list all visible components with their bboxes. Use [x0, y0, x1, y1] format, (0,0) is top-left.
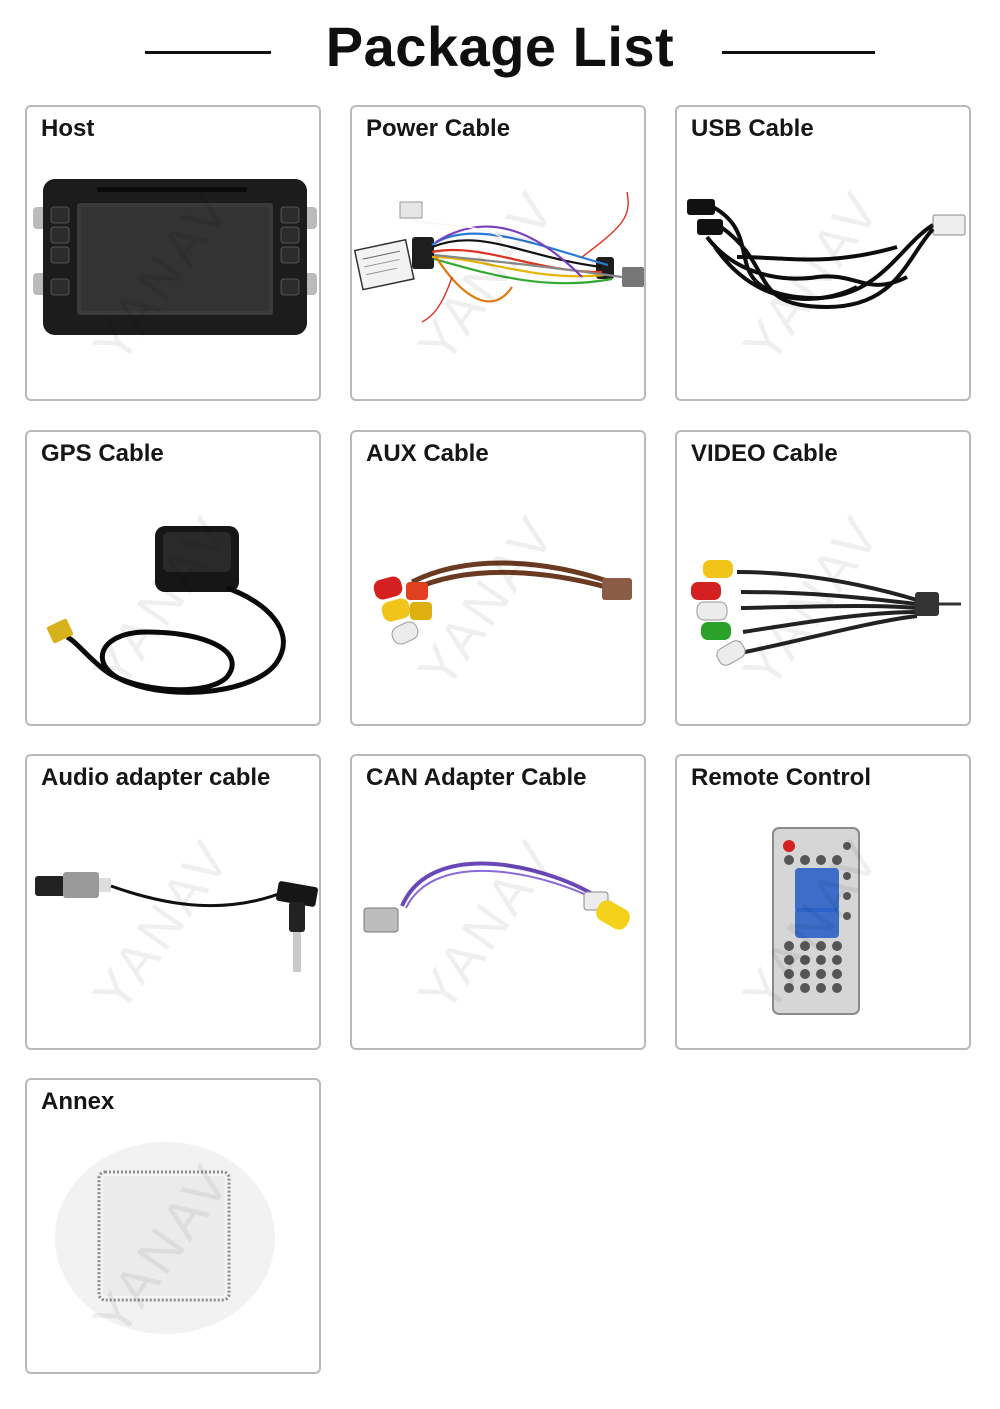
head-unit-icon: YANAV: [33, 179, 317, 374]
package-item-aux-cable: AUX Cable YANAV: [350, 430, 646, 726]
adhesive-pad-icon: YANAV: [55, 1142, 275, 1347]
package-item-annex: Annex YANAV: [25, 1078, 321, 1374]
package-item-can-adapter-cable: CAN Adapter Cable YANAV: [350, 754, 646, 1050]
gps-antenna-icon: YANAV: [46, 505, 286, 699]
video-rca-cable-icon: YANAV: [691, 505, 961, 699]
item-label: Power Cable: [366, 115, 511, 142]
item-label: VIDEO Cable: [691, 440, 838, 467]
power-harness-icon: YANAV: [353, 180, 644, 374]
package-item-audio-adapter-cable: Audio adapter cable YANAV: [25, 754, 321, 1050]
item-label: GPS Cable: [41, 440, 164, 467]
item-label: USB Cable: [691, 115, 814, 142]
svg-text:YANAV: YANAV: [732, 180, 893, 374]
usb-cable-icon: YANAV: [687, 180, 966, 374]
svg-text:YANAV: YANAV: [407, 505, 568, 699]
audio-adapter-icon: YANAV: [35, 829, 318, 1023]
item-label: Host: [41, 115, 95, 142]
package-item-remote-control: Remote Control YANAV: [675, 754, 971, 1050]
aux-rca-cable-icon: YANAV: [373, 505, 632, 699]
remote-control-icon: YANAV: [732, 827, 893, 1023]
item-label: Remote Control: [691, 764, 871, 791]
item-label: CAN Adapter Cable: [366, 764, 587, 791]
package-item-usb-cable: USB Cable YANAV: [675, 105, 971, 401]
page-title: Package List: [325, 15, 675, 78]
title-rule-left: [145, 51, 271, 54]
can-adapter-icon: YANAV: [363, 829, 630, 1023]
package-item-power-cable: Power Cable YANAV: [350, 105, 646, 401]
item-label: Annex: [41, 1088, 115, 1115]
svg-text:YANAV: YANAV: [407, 829, 568, 1023]
item-label: Audio adapter cable: [41, 764, 271, 791]
package-item-video-cable: VIDEO Cable YANAV: [675, 430, 971, 726]
package-item-gps-cable: GPS Cable YANAV: [25, 430, 321, 726]
svg-text:YANAV: YANAV: [82, 829, 243, 1023]
item-label: AUX Cable: [366, 440, 489, 467]
svg-text:YANAV: YANAV: [732, 505, 893, 699]
title-rule-right: [722, 51, 875, 54]
svg-text:YANAV: YANAV: [407, 180, 568, 374]
package-item-host: Host YANAV: [25, 105, 321, 401]
page-header: Package List: [0, 0, 1000, 100]
